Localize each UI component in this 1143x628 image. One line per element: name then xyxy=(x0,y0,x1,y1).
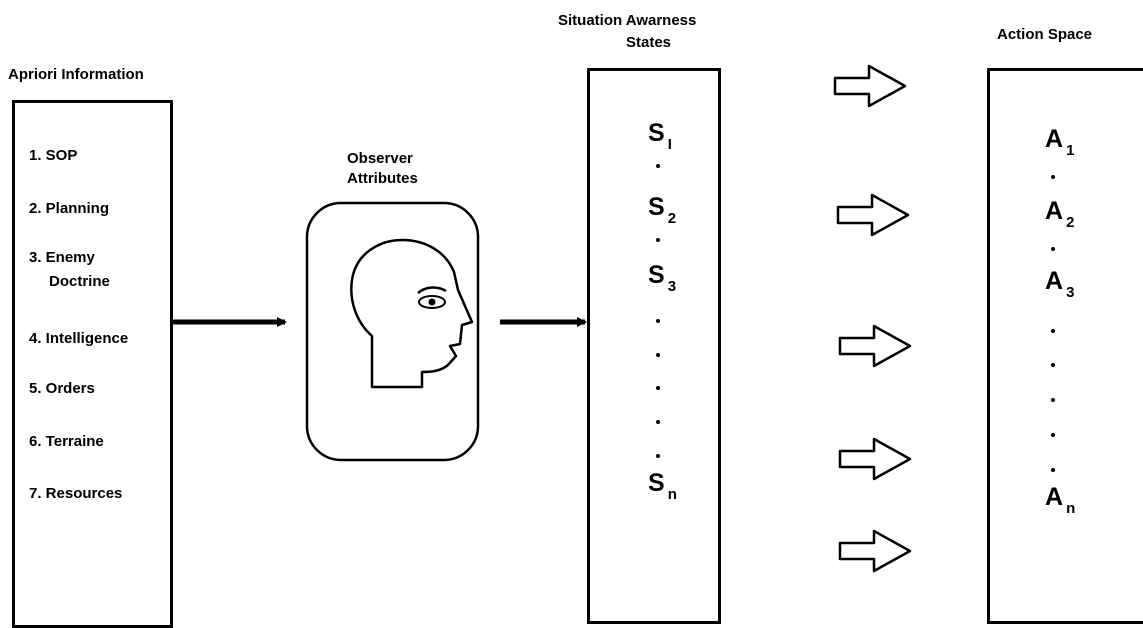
situation-heading-line2: States xyxy=(626,34,672,51)
observer-box xyxy=(305,201,480,462)
apriori-item-enemy: 3. Enemy xyxy=(29,249,95,266)
apriori-item-sop: 1. SOP xyxy=(29,147,78,164)
apriori-box: 1. SOP 2. Planning 3. Enemy Doctrine 4. … xyxy=(12,100,173,628)
separator-dot xyxy=(656,454,660,458)
separator-dot xyxy=(656,353,660,357)
separator-dot xyxy=(1051,398,1055,402)
separator-dot xyxy=(656,319,660,323)
eye-icon xyxy=(418,295,446,309)
apriori-item-resources: 7. Resources xyxy=(29,485,123,502)
separator-dot xyxy=(656,386,660,390)
block-arrow-icon xyxy=(838,324,912,368)
apriori-item-planning: 2. Planning xyxy=(29,200,110,217)
separator-dot xyxy=(656,238,660,242)
separator-dot xyxy=(1051,247,1055,251)
separator-dot xyxy=(1051,175,1055,179)
apriori-item-terraine: 6. Terraine xyxy=(29,433,104,450)
situation-heading-line1: Situation Awarness xyxy=(558,12,697,29)
block-arrow-icon xyxy=(833,64,907,108)
block-arrow-icon xyxy=(836,193,910,237)
block-arrow-icon xyxy=(838,437,912,481)
observer-heading-line1: Observer xyxy=(347,150,413,167)
head-profile-icon xyxy=(350,238,474,389)
apriori-item-orders: 5. Orders xyxy=(29,380,95,397)
separator-dot xyxy=(1051,329,1055,333)
separator-dot xyxy=(1051,433,1055,437)
action-heading: Action Space xyxy=(997,26,1093,43)
separator-dot xyxy=(1051,363,1055,367)
separator-dot xyxy=(656,420,660,424)
observer-heading-line2: Attributes xyxy=(347,170,418,187)
separator-dot xyxy=(1051,468,1055,472)
apriori-heading: Apriori Information xyxy=(8,66,144,83)
separator-dot xyxy=(656,164,660,168)
apriori-item-intelligence: 4. Intelligence xyxy=(29,330,129,347)
apriori-item-doctrine: Doctrine xyxy=(49,273,110,290)
block-arrow-icon xyxy=(838,529,912,573)
